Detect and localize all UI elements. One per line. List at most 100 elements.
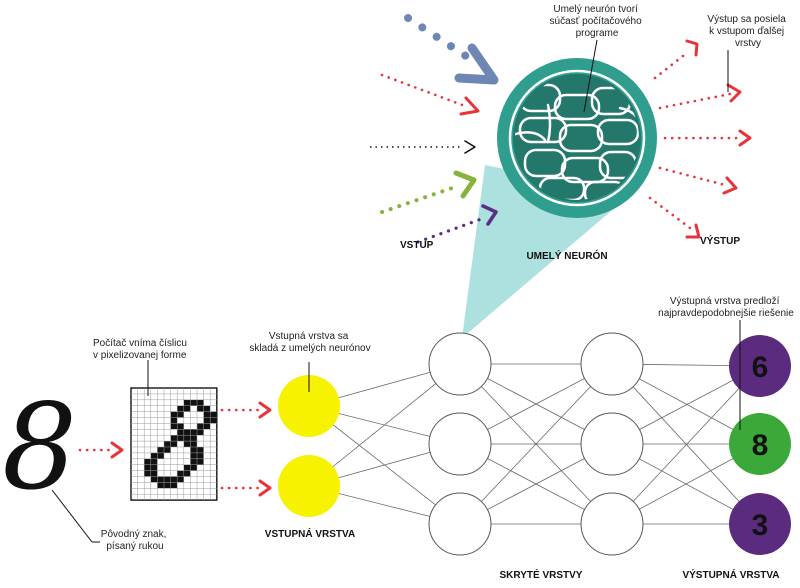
pixel-on [164, 447, 171, 453]
arrow-grid-to-input-1 [220, 401, 272, 419]
pixel-on [203, 411, 211, 418]
pixel-on [190, 464, 197, 471]
pixel-on [170, 482, 178, 489]
pixel-on [177, 429, 184, 436]
incoming-arrows [370, 14, 499, 244]
pixel-on [177, 476, 184, 483]
pixel-on [183, 405, 191, 412]
output-neuron-8: 8 [729, 413, 791, 475]
input-arrow-green [380, 170, 477, 214]
pixel-on [170, 441, 178, 447]
pixel-on [197, 458, 204, 465]
label-output-layer: VÝSTUPNÁ VRSTVA [682, 568, 779, 581]
output-arrow-2 [658, 83, 742, 110]
pixel-on [197, 452, 204, 459]
pixel-on [150, 470, 158, 477]
label-hidden-layers: SKRYTÉ VRSTVY [500, 568, 583, 581]
pixel-on [183, 399, 191, 406]
pixel-on [197, 423, 204, 430]
input-arrow-purple [416, 204, 498, 244]
pixel-on [177, 470, 184, 477]
original-char-note: Pôvodný znak, písaný rukou [101, 529, 169, 552]
input-layer-note: Vstupná vrstva sa skladá z umelých neuró… [249, 331, 370, 354]
pixel-on [197, 429, 204, 436]
pixel-on [164, 476, 171, 483]
pixel-on [190, 452, 197, 459]
connection-line [611, 365, 761, 525]
pixel-on [203, 423, 211, 430]
hidden-neuron [580, 412, 644, 476]
pixel-on [177, 435, 184, 442]
pixel-on [170, 476, 178, 483]
pixel-on [150, 476, 158, 483]
pixel-on [177, 405, 184, 412]
pixel-on [157, 452, 164, 459]
pixel-on [203, 417, 211, 424]
input-neuron [278, 375, 340, 437]
pixel-on [150, 464, 158, 471]
pixel-on [144, 464, 151, 471]
pixel-on [210, 411, 217, 418]
handwritten-eight: 8 [2, 378, 77, 516]
pixelized-digit-grid [130, 387, 218, 501]
pixel-on [190, 435, 197, 442]
connection-line [308, 363, 461, 487]
label-artificial-neuron: UMELÝ NEURÓN [526, 249, 607, 262]
input-arrow-slate [404, 14, 499, 85]
pixel-on [144, 470, 151, 477]
pixel-on [177, 411, 184, 418]
pixel-on [183, 464, 191, 471]
original-char-leader [51, 489, 93, 543]
pixel-on [170, 417, 178, 424]
pixel-on [183, 429, 191, 436]
pixel-on [170, 435, 178, 442]
input-arrow-red-1 [380, 73, 480, 116]
hidden-neuron [428, 492, 492, 556]
output-neuron-3: 3 [729, 493, 791, 555]
output-arrow-3 [663, 129, 752, 147]
pixel-on [197, 405, 204, 412]
pixel-on [197, 447, 204, 453]
pixel-on [183, 435, 191, 442]
pixel-on [203, 405, 211, 412]
pixel-on [183, 470, 191, 477]
pixel-on [190, 447, 197, 453]
network-connections [308, 363, 761, 525]
neuron-part-leader [583, 39, 598, 113]
pixel-on [150, 458, 158, 465]
output-neuron [729, 335, 791, 397]
output-arrow-1 [653, 39, 699, 80]
pixel-on [190, 429, 197, 436]
input-neuron [278, 455, 340, 517]
pixel-on [164, 482, 171, 489]
artificial-neuron [497, 58, 657, 218]
hidden-neuron [580, 492, 644, 556]
hidden-neuron [428, 412, 492, 476]
hidden-layers [428, 332, 644, 556]
pixel-on [183, 441, 191, 447]
pixel-on [164, 441, 171, 447]
pixel-on [157, 482, 164, 489]
pixel-on [170, 423, 178, 430]
pixel-on [190, 399, 197, 406]
output-arrow-5 [648, 196, 701, 239]
computer-sees-note: Počítač vníma číslicu v pixelizovanej fo… [93, 338, 190, 361]
label-input-layer: VSTUPNÁ VRSTVA [265, 527, 355, 540]
output-digit: 6 [752, 351, 769, 384]
label-output: VÝSTUP [700, 234, 740, 247]
output-arrow-4 [658, 166, 738, 195]
output-neuron [729, 493, 791, 555]
output-layer-note: Výstupná vrstva predloží najpravdepodobn… [658, 296, 794, 319]
pixel-on [157, 476, 164, 483]
pixel-on [197, 399, 204, 406]
pixel-on [170, 411, 178, 418]
pixel-on [190, 441, 197, 447]
arrow-grid-to-input-2 [220, 479, 272, 497]
label-input: VSTUP [400, 240, 434, 251]
input-arrow-black [370, 140, 476, 154]
output-digit: 8 [752, 429, 769, 462]
output-neuron [729, 413, 791, 475]
connection-line [459, 363, 613, 525]
hidden-neuron [580, 332, 644, 396]
